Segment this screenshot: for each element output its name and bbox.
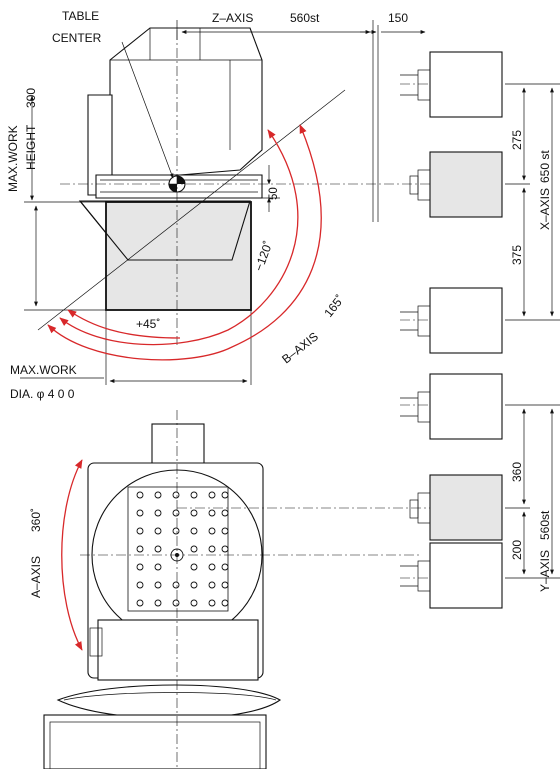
label-y-stroke: 560st bbox=[538, 510, 552, 540]
table-hole bbox=[172, 599, 180, 607]
table-hole bbox=[136, 527, 144, 535]
label-angle-360: 360˚ bbox=[29, 508, 43, 532]
label-dim-300: 300 bbox=[24, 88, 38, 108]
table-hole bbox=[208, 599, 216, 607]
table-hole bbox=[221, 545, 229, 553]
label-dim-150: 150 bbox=[388, 11, 408, 25]
label-max-work-height-2: HEIGHT bbox=[24, 124, 38, 170]
label-x-axis: X–AXIS bbox=[538, 188, 552, 230]
label-dim-360: 360 bbox=[510, 462, 524, 482]
table-hole bbox=[136, 545, 144, 553]
table-hole bbox=[190, 509, 198, 517]
table-hole bbox=[172, 527, 180, 535]
table-hole bbox=[172, 581, 180, 589]
table-hole bbox=[221, 581, 229, 589]
label-b-axis: B–AXIS bbox=[279, 329, 321, 366]
table-hole bbox=[190, 491, 198, 499]
label-center: CENTER bbox=[52, 31, 102, 45]
table-hole bbox=[208, 545, 216, 553]
label-dim-275: 275 bbox=[510, 130, 524, 150]
table-hole bbox=[154, 581, 162, 589]
table-hole bbox=[190, 527, 198, 535]
label-angle-45: +45˚ bbox=[136, 317, 160, 331]
label-y-axis: Y–AXIS bbox=[538, 550, 552, 592]
work-envelope bbox=[78, 200, 252, 311]
table-hole bbox=[208, 509, 216, 517]
table-hole bbox=[136, 599, 144, 607]
table-hole bbox=[136, 581, 144, 589]
table-hole bbox=[136, 509, 144, 517]
table-hole bbox=[221, 491, 229, 499]
table-hole bbox=[136, 491, 144, 499]
label-table: TABLE bbox=[62, 9, 99, 23]
b-axis-rotation-arcs bbox=[47, 124, 322, 361]
label-z-stroke: 560st bbox=[290, 11, 320, 25]
table-hole bbox=[190, 581, 198, 589]
label-x-stroke: 650 st bbox=[538, 150, 552, 183]
label-max-work-height-1: MAX.WORK bbox=[6, 125, 20, 192]
table-hole bbox=[221, 599, 229, 607]
table-holes bbox=[127, 486, 229, 612]
table-hole bbox=[136, 563, 144, 571]
table-hole bbox=[172, 509, 180, 517]
table-hole bbox=[154, 509, 162, 517]
spindle-positions bbox=[400, 51, 503, 609]
label-angle-165: 165˚ bbox=[321, 292, 347, 320]
table-hole bbox=[221, 563, 229, 571]
table-hole bbox=[190, 563, 198, 571]
label-dim-200: 200 bbox=[510, 540, 524, 560]
label-dim-375: 375 bbox=[510, 245, 524, 265]
table-hole bbox=[208, 491, 216, 499]
label-a-axis: A–AXIS bbox=[29, 556, 43, 598]
table-hole bbox=[208, 581, 216, 589]
table-hole bbox=[208, 527, 216, 535]
table-hole bbox=[221, 527, 229, 535]
table-hole bbox=[154, 527, 162, 535]
table-hole bbox=[221, 509, 229, 517]
table-hole bbox=[154, 599, 162, 607]
table-hole bbox=[190, 545, 198, 553]
label-max-work-dia-2: DIA. φ 4 0 0 bbox=[10, 387, 75, 401]
table-hole bbox=[172, 491, 180, 499]
spindle-head-side-view bbox=[87, 27, 263, 199]
table-hole bbox=[154, 545, 162, 553]
table-hole bbox=[208, 563, 216, 571]
label-z-axis: Z–AXIS bbox=[212, 11, 253, 25]
label-dim-50: 50 bbox=[268, 187, 280, 200]
table-hole bbox=[154, 491, 162, 499]
label-angle-neg120: −120˚ bbox=[252, 239, 276, 273]
table-hole bbox=[154, 563, 162, 571]
table-hole bbox=[190, 599, 198, 607]
a-axis-rotation-arc bbox=[61, 459, 83, 651]
label-max-work-dia-1: MAX.WORK bbox=[10, 363, 77, 377]
